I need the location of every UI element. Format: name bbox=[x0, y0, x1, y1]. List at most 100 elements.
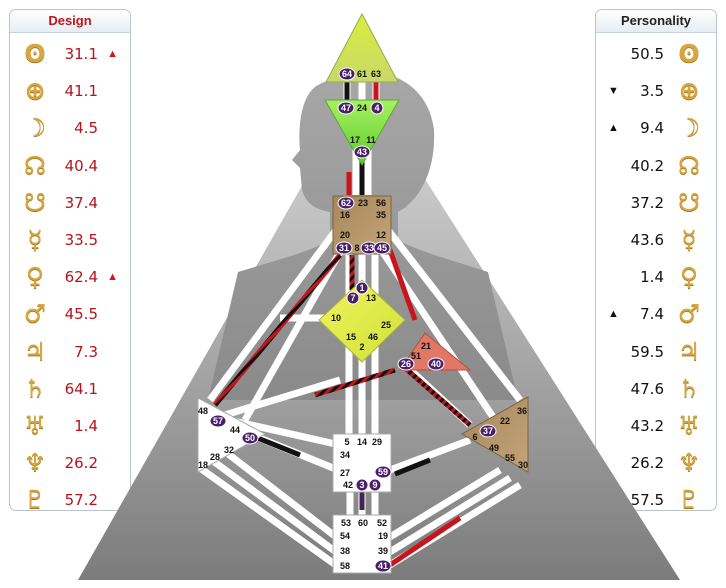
gate-value: 62.4 bbox=[64, 268, 98, 287]
g-center bbox=[318, 279, 406, 363]
gate-label: 61 bbox=[357, 69, 367, 79]
gate-label: 40 bbox=[431, 359, 441, 369]
design-row-neptune: ♆26.2 bbox=[10, 446, 130, 480]
gate-activation-marker bbox=[374, 465, 392, 479]
personality-row-uranus: ♅43.2 bbox=[596, 409, 716, 443]
down-arrow-icon: ▼ bbox=[608, 85, 619, 98]
jupiter-icon: ♃ bbox=[677, 336, 701, 366]
design-row-pluto: ♇57.2 bbox=[10, 483, 130, 511]
gate-activation-marker bbox=[335, 241, 353, 255]
gate-value: 37.4 bbox=[64, 193, 98, 212]
mercury-icon: ☿ bbox=[27, 225, 43, 254]
gate-9: 9 bbox=[368, 478, 382, 492]
gate-label: 34 bbox=[340, 450, 350, 460]
neptune-icon: ♆ bbox=[677, 448, 701, 478]
gate-value: 64.1 bbox=[64, 379, 98, 398]
gate-value: 31.1 bbox=[64, 45, 98, 63]
gate-activation-marker bbox=[355, 281, 369, 295]
venus-icon: ♀ bbox=[679, 262, 699, 292]
design-row-moon: ☽4.5 bbox=[10, 111, 130, 145]
gate-label: 31 bbox=[339, 243, 349, 253]
design-title: Design bbox=[10, 10, 130, 33]
gate-35: 35 bbox=[376, 210, 386, 220]
personality-row-moon: ☽9.4▲ bbox=[596, 111, 716, 145]
uranus-icon: ♅ bbox=[23, 411, 47, 440]
personality-row-north-node: ☊40.2 bbox=[596, 149, 716, 183]
gate-19: 19 bbox=[378, 531, 388, 541]
head-center bbox=[325, 12, 399, 83]
up-arrow-icon: ▲ bbox=[107, 48, 118, 60]
gate-label: 52 bbox=[377, 518, 387, 528]
north-node-icon: ☊ bbox=[23, 150, 47, 180]
mars-icon: ♂ bbox=[677, 299, 701, 329]
gate-label: 30 bbox=[518, 460, 528, 470]
gate-label: 18 bbox=[198, 460, 208, 470]
gate-label: 60 bbox=[358, 518, 368, 528]
gate-label: 44 bbox=[230, 425, 240, 435]
gate-61: 61 bbox=[357, 69, 367, 79]
gate-label: 47 bbox=[341, 103, 351, 113]
gate-38: 38 bbox=[340, 546, 350, 556]
gate-31: 31 bbox=[335, 241, 353, 255]
gate-32: 32 bbox=[224, 445, 234, 455]
gate-value: 47.6 bbox=[630, 379, 664, 398]
gate-label: 5 bbox=[344, 437, 349, 447]
gate-value: 45.5 bbox=[64, 305, 98, 324]
gate-value: 40.4 bbox=[64, 156, 98, 175]
gate-48: 48 bbox=[198, 406, 208, 416]
up-arrow-icon: ▲ bbox=[107, 271, 118, 284]
gate-value: 43.2 bbox=[630, 417, 664, 435]
gate-activation-marker bbox=[374, 559, 392, 573]
gate-23: 23 bbox=[358, 198, 368, 208]
gate-value: 1.4 bbox=[640, 268, 664, 287]
gate-label: 12 bbox=[376, 230, 386, 240]
gate-40: 40 bbox=[427, 357, 445, 371]
earth-icon: ⊕ bbox=[678, 76, 700, 106]
design-row-mercury: ☿33.5 bbox=[10, 223, 130, 257]
south-node-icon: ☋ bbox=[23, 187, 47, 217]
gate-label: 3 bbox=[359, 480, 364, 490]
gate-label: 46 bbox=[368, 332, 378, 342]
gate-activation-marker bbox=[370, 101, 384, 115]
mars-icon: ♂ bbox=[23, 299, 47, 329]
gate-22: 22 bbox=[500, 416, 510, 426]
gate-3: 3 bbox=[355, 478, 369, 492]
gate-value: 59.5 bbox=[630, 342, 664, 361]
gate-59: 59 bbox=[374, 465, 392, 479]
saturn-icon: ♄ bbox=[23, 373, 47, 403]
gate-value: 7.3 bbox=[74, 342, 98, 361]
gate-20: 20 bbox=[340, 230, 350, 240]
gate-label: 37 bbox=[483, 426, 493, 436]
up-arrow-icon: ▲ bbox=[608, 122, 619, 135]
gate-label: 57 bbox=[213, 416, 223, 426]
gate-37: 37 bbox=[479, 424, 497, 438]
gate-14: 14 bbox=[357, 437, 367, 447]
gate-label: 17 bbox=[350, 135, 360, 145]
gate-5: 5 bbox=[344, 437, 349, 447]
gate-2: 2 bbox=[359, 342, 364, 352]
gate-label: 13 bbox=[366, 293, 376, 303]
gate-24: 24 bbox=[357, 103, 367, 113]
ajna-center bbox=[324, 99, 400, 167]
design-row-mars: ♂ 45.5 bbox=[10, 297, 130, 331]
gate-56: 56 bbox=[376, 198, 386, 208]
gate-activation-marker bbox=[241, 431, 259, 445]
gate-53: 53 bbox=[341, 518, 351, 528]
gate-label: 59 bbox=[378, 467, 388, 477]
gate-label: 27 bbox=[340, 468, 350, 478]
design-row-north-node: ☊ 40.4 bbox=[10, 149, 130, 183]
gate-8: 8 bbox=[354, 243, 359, 253]
gate-label: 51 bbox=[411, 351, 421, 361]
gate-value: 26.2 bbox=[64, 454, 98, 473]
gate-activation-marker bbox=[338, 67, 356, 81]
gate-activation-marker bbox=[479, 424, 497, 438]
gate-17: 17 bbox=[350, 135, 360, 145]
gate-21: 21 bbox=[421, 341, 431, 351]
design-row-jupiter: ♃7.3 bbox=[10, 335, 130, 369]
pluto-icon: ♇ bbox=[23, 485, 47, 511]
north-node-icon: ☊ bbox=[677, 150, 701, 180]
gate-value: 7.4 bbox=[640, 305, 664, 324]
